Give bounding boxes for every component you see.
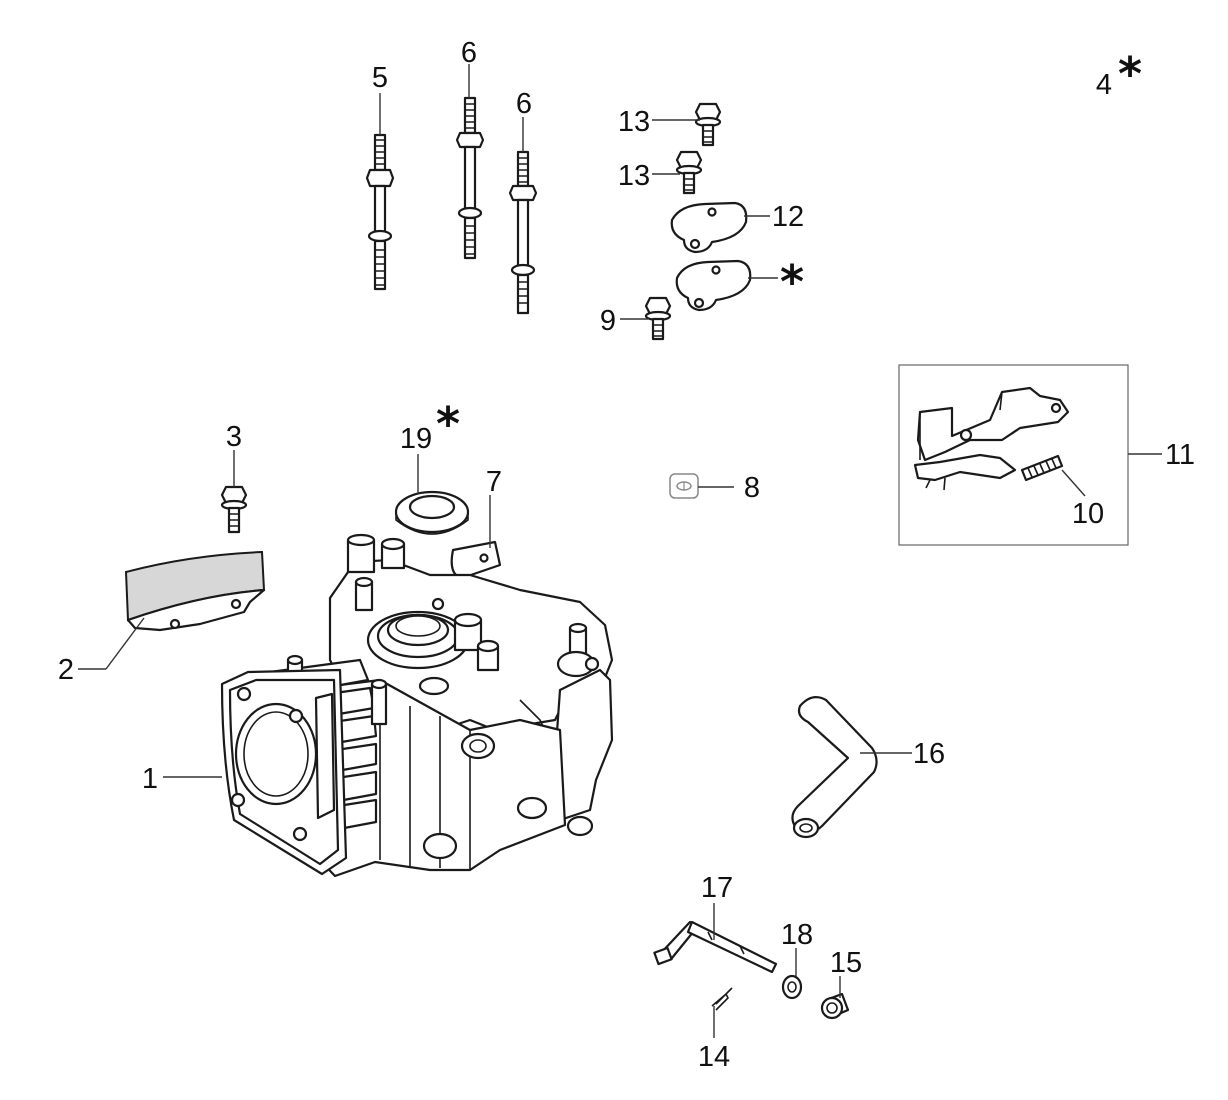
part-13-bolt-lower	[675, 150, 703, 195]
callout-17: 17	[701, 872, 733, 904]
part-19-oil-seal	[394, 490, 470, 535]
callout-6-left: 6	[461, 37, 477, 69]
callout-14: 14	[698, 1041, 730, 1073]
part-17-governor-arm	[653, 920, 778, 974]
callout-19-asterisk: *	[436, 397, 460, 451]
callout-13-upper: 13	[618, 106, 650, 138]
callout-10: 10	[1072, 498, 1104, 530]
part-18-washer	[781, 974, 803, 1000]
part-7-plate	[450, 540, 502, 580]
part-6-stud-right	[508, 150, 538, 315]
cover-gasket	[675, 259, 752, 312]
callout-6-right: 6	[516, 88, 532, 120]
part-6-stud-left	[455, 96, 485, 260]
callout-8: 8	[744, 472, 760, 504]
callout-18: 18	[781, 919, 813, 951]
callout-9: 9	[600, 305, 616, 337]
callout-15: 15	[830, 947, 862, 979]
part-13-bolt-upper	[694, 102, 722, 147]
part-15-bushing	[820, 992, 850, 1020]
part-9-bolt	[644, 296, 672, 341]
callout-13-lower: 13	[618, 160, 650, 192]
gasket-asterisk: *	[780, 255, 804, 309]
callout-5: 5	[372, 62, 388, 94]
callout-7: 7	[486, 466, 502, 498]
callout-19: 19	[400, 423, 432, 455]
part-8-rubber-plug	[669, 473, 699, 499]
part-12-cover-plate	[670, 201, 748, 254]
callout-labels: 5 6 6 13 13 12 * 9 4 * 11 10 3 19 * 7 8 …	[58, 37, 1195, 1073]
part-16-breather-hose	[791, 695, 878, 839]
callout-1: 1	[142, 763, 158, 795]
part-14-clip	[711, 987, 733, 1011]
callout-4-asterisk: *	[1118, 47, 1142, 101]
leader-lines	[78, 64, 1162, 1038]
callout-2: 2	[58, 654, 74, 686]
part-5-stud	[365, 133, 395, 291]
part-10-spring	[1020, 454, 1064, 482]
callout-11: 11	[1165, 439, 1195, 471]
callout-4: 4	[1096, 69, 1112, 101]
part-3-bolt	[220, 485, 248, 534]
callout-3: 3	[226, 421, 242, 453]
part-2-deflector	[124, 550, 266, 632]
callout-16: 16	[913, 738, 945, 770]
callout-12: 12	[772, 201, 804, 233]
part-1-cylinder-block	[220, 533, 614, 878]
part-11-governor-assembly	[898, 364, 1129, 546]
